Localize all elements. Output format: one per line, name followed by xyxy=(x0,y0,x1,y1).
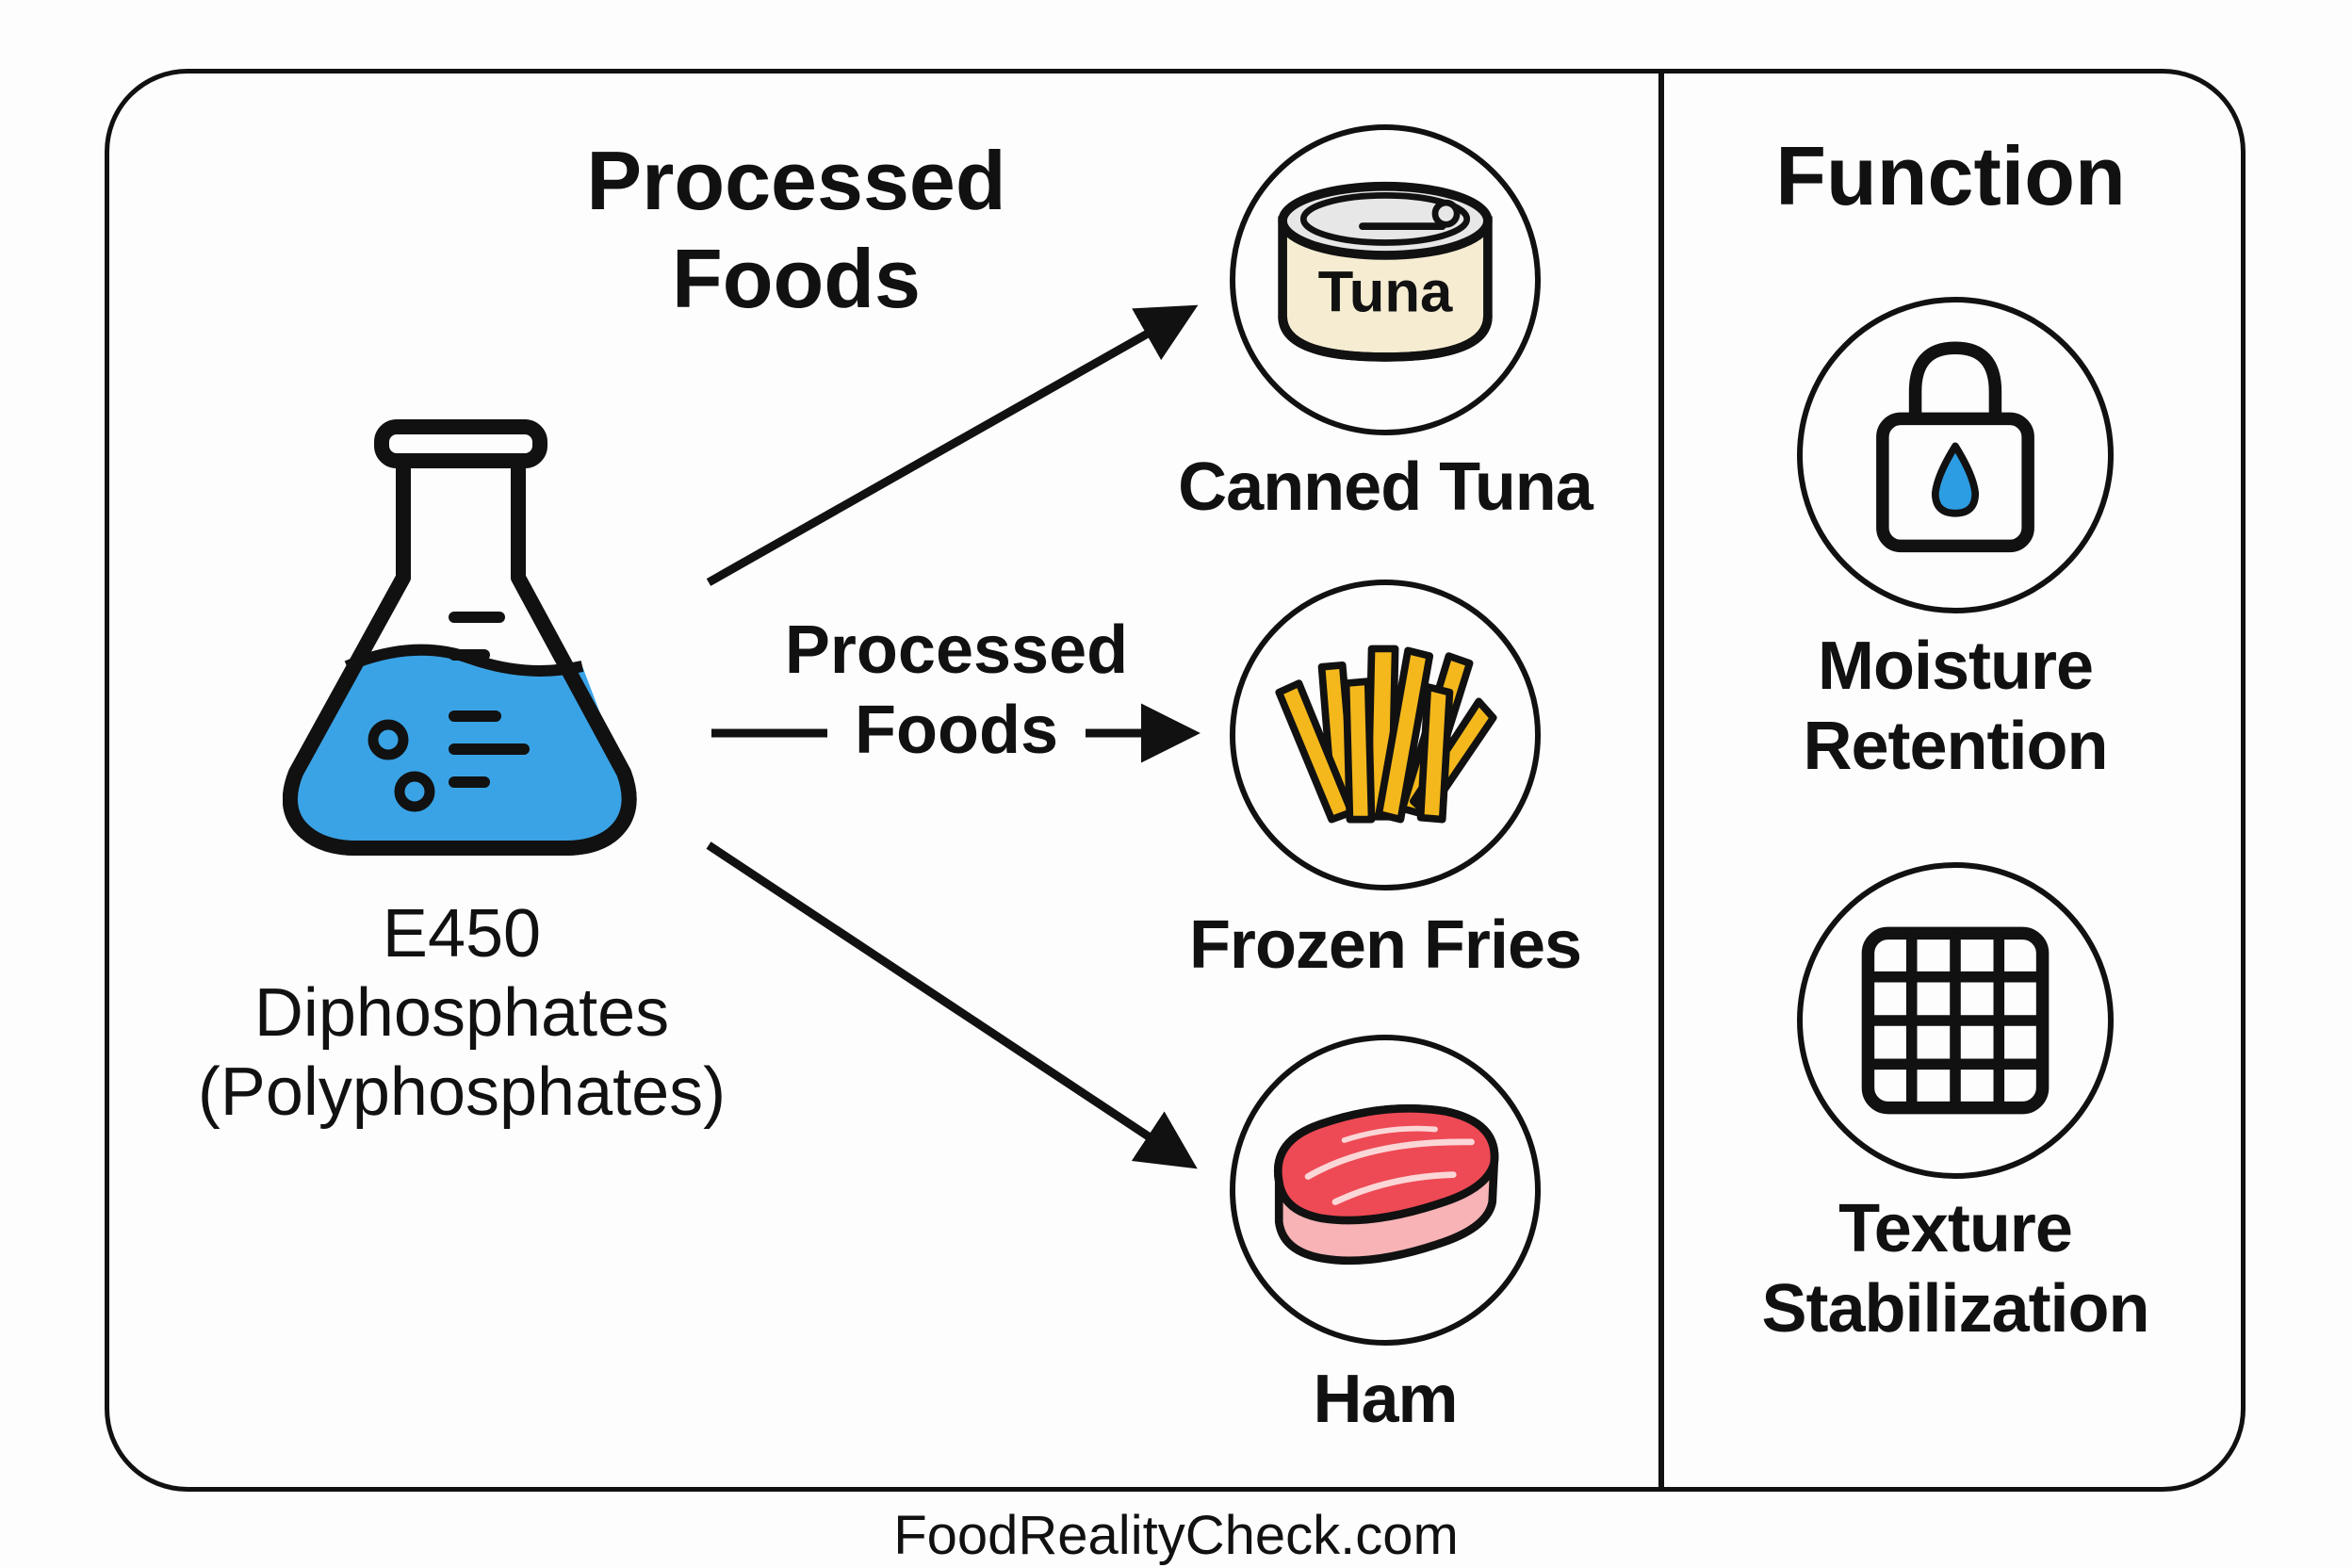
texture-stabilization-label: Texture Stabilization xyxy=(1761,1191,2149,1347)
arrow-to-ham xyxy=(706,841,1198,1169)
texture-stabilization-circle xyxy=(1797,862,2114,1179)
grid-icon xyxy=(1861,926,2050,1115)
fries-icon xyxy=(1275,645,1497,824)
can-label-text: Tuna xyxy=(1318,260,1453,325)
ham-icon xyxy=(1273,1104,1499,1266)
moisture-retention-label: Moisture Retention xyxy=(1803,629,2109,784)
ingredient-code: E450 xyxy=(382,896,542,972)
ingredient-alt-name: (Polyphosphates) xyxy=(197,1054,727,1130)
flask-icon xyxy=(283,419,637,856)
frozen-fries-label: Frozen Fries xyxy=(1188,907,1582,983)
ingredient-name: Diphosphates xyxy=(253,975,670,1051)
diagram-frame xyxy=(105,69,2246,1492)
middle-arrow-label: Processed Foods xyxy=(784,612,1129,768)
ham-circle xyxy=(1230,1035,1541,1346)
function-heading: Function xyxy=(1775,129,2126,222)
tuna-can-icon: Tuna xyxy=(1278,181,1493,362)
lock-water-drop-icon xyxy=(1876,341,2034,553)
canned-tuna-label: Canned Tuna xyxy=(1178,449,1593,525)
processed-foods-heading: Processed Foods xyxy=(586,134,1006,325)
arrow-to-canned-tuna xyxy=(706,304,1199,586)
frozen-fries-circle xyxy=(1230,580,1541,890)
moisture-retention-circle xyxy=(1797,297,2114,613)
ham-label: Ham xyxy=(1313,1362,1458,1437)
footer-website[interactable]: FoodRealityCheck.com xyxy=(893,1505,1459,1566)
canned-tuna-circle: Tuna xyxy=(1230,124,1541,435)
column-divider xyxy=(1658,69,1664,1492)
